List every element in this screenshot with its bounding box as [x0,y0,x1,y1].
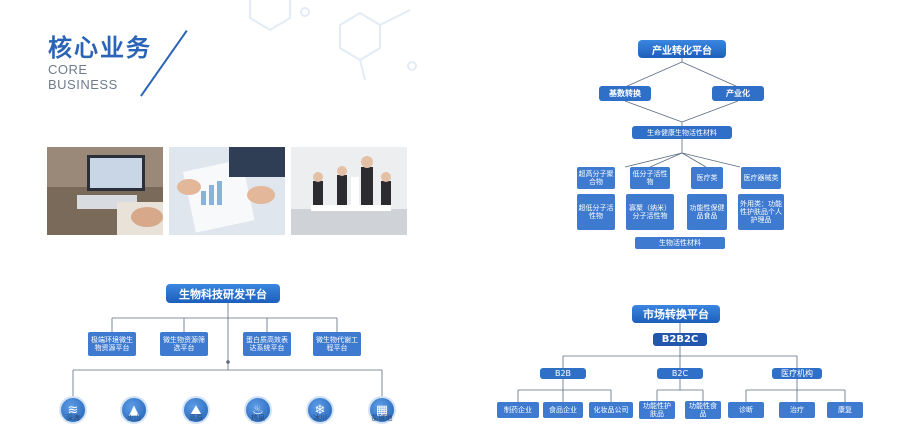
env-label-plateau: 高原 [189,414,203,422]
industry-col3-bottom: 功能性保健品食品 [687,194,727,230]
bio-item-protein-expression: 蛋白质高效表达系统平台 [243,332,291,356]
industry-col3-top: 医疗类 [691,167,723,189]
env-label-deep-sea: 深海 [66,414,80,422]
env-label-glacier: 冰川 [313,414,327,422]
market-item-functional-food: 功能性食品 [685,401,721,419]
industry-col4-bottom: 外用类：功能性护肤品个人护理品 [738,194,784,230]
env-label-volcano: 火山 [127,414,141,422]
industry-col1-bottom: 超低分子活性物 [577,194,615,230]
industry-col4-top: 医疗器械类 [741,167,781,189]
market-item-skincare: 功能性护肤品 [639,401,675,419]
bio-item-metabolic-engineering: 微生物代谢工程平台 [313,332,361,356]
bio-item-extreme-environment: 极端环境微生物资源平台 [88,332,136,356]
glacier-icon: ❄ [306,396,334,424]
market-item-pharma: 制药企业 [497,402,539,418]
env-label-hot-spring: 热泉 [251,414,265,422]
photo-business-documents-image [169,147,285,235]
photo-team-meeting [291,147,407,235]
market-group-medical: 医疗机构 [772,368,822,379]
page-subtitle: CORE BUSINESS [48,62,118,92]
market-group-b2c: B2C [657,368,703,379]
hot-spring-icon: ♨ [244,396,272,424]
deep-sea-icon: ≋ [59,396,87,424]
bio-platform-title: 生物科技研发平台 [166,284,280,303]
volcano-icon: ▲ [120,396,148,424]
industry-industrialization: 产业化 [712,86,764,101]
env-label-saline-land: 盐碱地 [371,414,393,422]
photo-team-meeting-image [291,147,407,235]
photo-office-laptop [47,147,163,235]
market-platform-title: 市场转换平台 [632,305,720,323]
subtitle-line-2: BUSINESS [48,77,118,92]
page-title: 核心业务 [48,34,152,62]
market-item-food: 食品企业 [543,402,583,418]
plateau-icon: ⛰ [182,396,210,424]
market-item-treatment: 治疗 [779,402,815,418]
industry-col2-bottom: 寡聚（纳米）分子活性物 [626,194,674,230]
photo-office-laptop-image [47,147,163,235]
market-item-cosmetics: 化妆品公司 [589,402,633,418]
industry-base-conversion: 基数转换 [599,86,651,101]
saline-land-icon: ▦ [368,396,396,424]
photo-business-documents [169,147,285,235]
market-group-b2b: B2B [540,368,586,379]
subtitle-line-1: CORE [48,62,88,77]
market-item-rehabilitation: 康复 [827,402,863,418]
industry-platform-title: 产业转化平台 [638,40,726,58]
industry-footer: 生物活性材料 [635,237,725,249]
industry-col2-top: 低分子活性物 [630,167,670,189]
industry-col1-top: 超高分子聚合物 [577,167,615,189]
industry-bioactive-material-center: 生命健康生物活性材料 [632,126,732,139]
market-b2b2c: B2B2C [653,333,707,346]
bio-item-screening: 微生物资源筛选平台 [160,332,208,356]
market-item-diagnosis: 诊断 [728,402,764,418]
